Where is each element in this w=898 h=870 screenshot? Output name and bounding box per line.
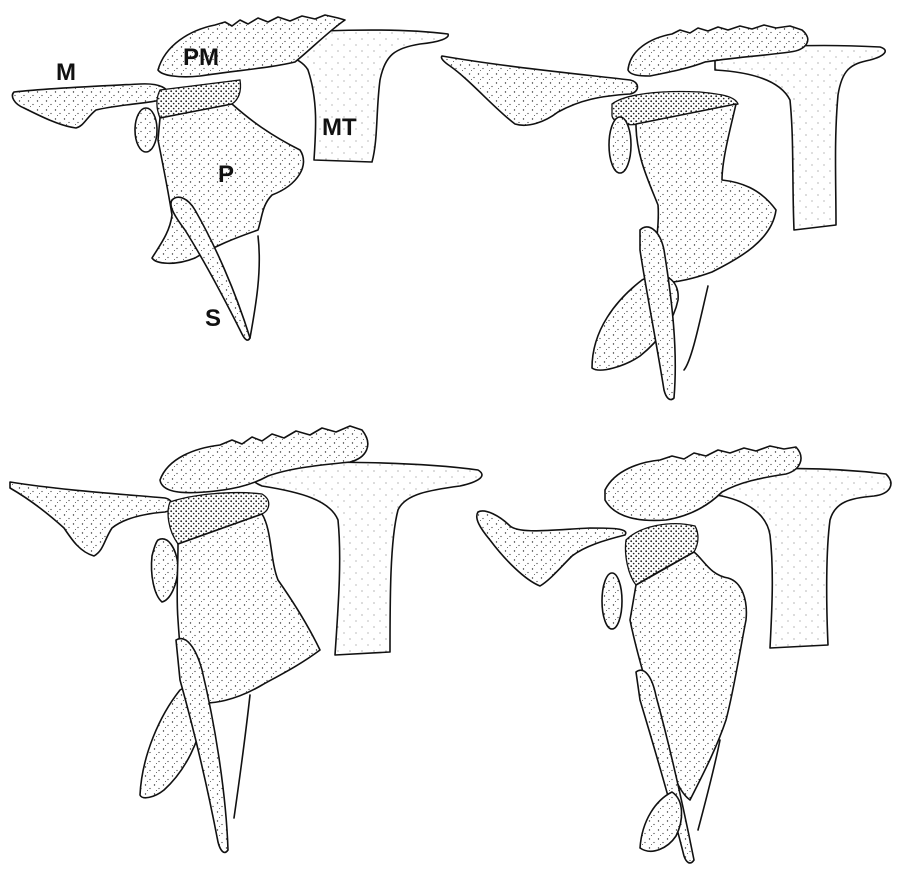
bone-small-oval-2 bbox=[609, 117, 631, 173]
label-s: S bbox=[205, 305, 221, 332]
panel-top-left: M PM MT P S bbox=[12, 15, 448, 340]
label-p: P bbox=[218, 161, 234, 188]
bone-fin-4 bbox=[640, 792, 682, 851]
bone-small-oval-4 bbox=[602, 573, 622, 629]
panel-bottom-right bbox=[477, 446, 891, 863]
panel-top-right bbox=[441, 25, 885, 400]
bone-s-tail bbox=[250, 236, 259, 338]
label-m: M bbox=[56, 59, 76, 86]
bone-m-2 bbox=[441, 56, 637, 125]
bone-m-3 bbox=[10, 482, 172, 556]
bone-s-2-tail bbox=[684, 286, 708, 370]
panel-bottom-left bbox=[10, 426, 482, 852]
bone-small-oval-1 bbox=[135, 108, 157, 152]
bone-small-oval-3 bbox=[151, 539, 178, 602]
bone-m-4 bbox=[477, 511, 626, 586]
label-pm: PM bbox=[183, 44, 219, 71]
bone-s-3-tail bbox=[234, 695, 250, 818]
label-mt: MT bbox=[322, 114, 357, 141]
